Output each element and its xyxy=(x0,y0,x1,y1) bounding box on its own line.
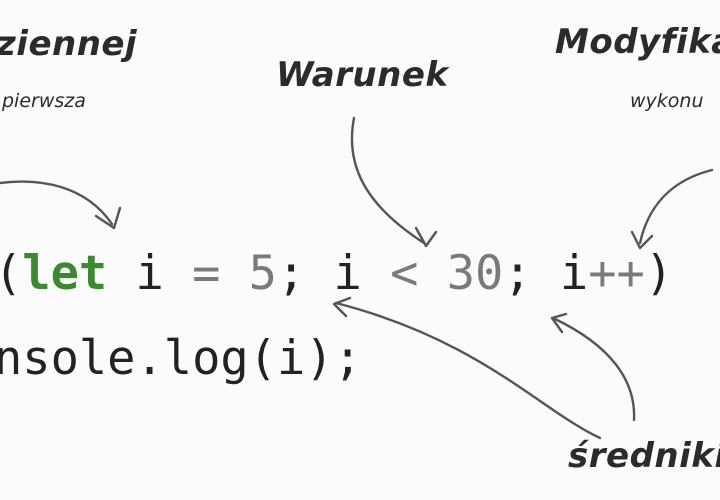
close-paren: ) xyxy=(644,246,674,301)
condition-annotation: Warunek xyxy=(276,55,449,95)
loop-variable: i xyxy=(531,246,589,301)
code-line-for: (let i = 5; i < 30; i++) xyxy=(0,250,673,297)
condition-arrow xyxy=(350,116,426,245)
init-annotation-title: ziennej xyxy=(0,24,138,64)
semicolon-arrowhead-first xyxy=(332,296,352,318)
increment-operator: ++ xyxy=(588,246,645,301)
code-line-console-log: nsole.log(i); xyxy=(0,331,362,386)
limit-value: 30 xyxy=(446,246,504,301)
assign-operator: = xyxy=(192,246,221,301)
semicolons-annotation: średniki xyxy=(568,436,720,476)
init-arrowhead xyxy=(94,206,122,230)
loop-variable: i xyxy=(107,246,193,301)
first-semicolon: ; xyxy=(276,246,306,301)
modifier-annotation-subtitle: wykonu xyxy=(630,90,704,112)
init-value: 5 xyxy=(248,246,277,301)
open-paren: ( xyxy=(0,246,22,301)
modifier-arrow xyxy=(638,168,714,245)
semicolon-arrowhead-second xyxy=(550,312,568,334)
loop-variable: i xyxy=(305,246,391,301)
semicolon-arrow-first xyxy=(334,301,602,440)
less-than-operator: < xyxy=(390,246,419,301)
init-arrow xyxy=(0,180,114,226)
semicolon-arrow-second xyxy=(551,316,636,422)
condition-arrowhead xyxy=(414,226,438,248)
modifier-arrowhead xyxy=(630,230,654,250)
init-annotation-subtitle: pierwsza xyxy=(2,90,86,112)
second-semicolon: ; xyxy=(503,246,532,301)
let-keyword: let xyxy=(22,246,108,301)
modifier-annotation-title: Modyfika xyxy=(555,22,720,62)
